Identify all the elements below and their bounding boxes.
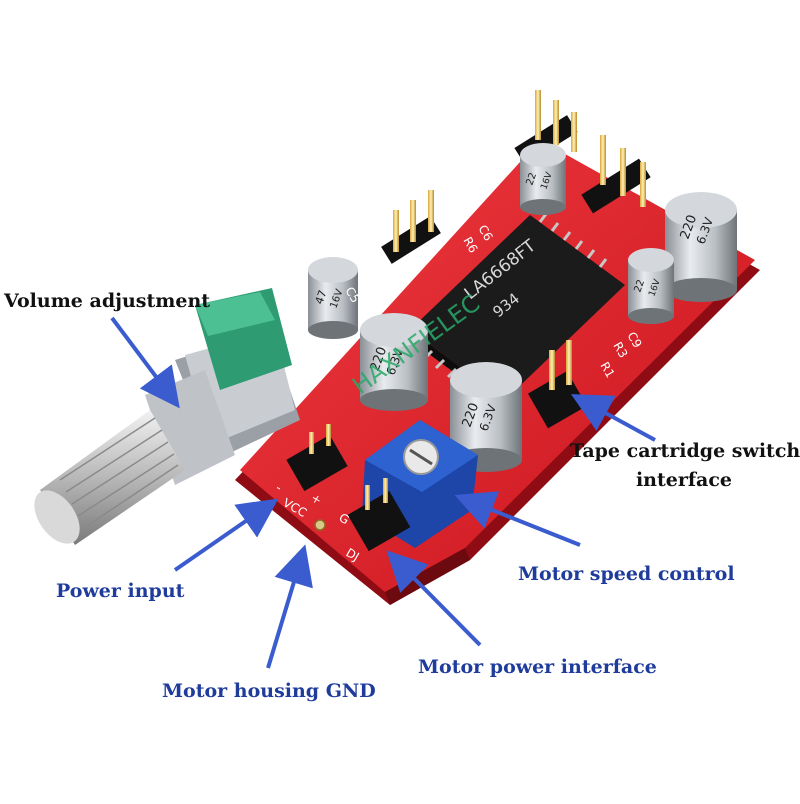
pin-header-motor (347, 478, 411, 552)
annotation-arrows (110, 316, 656, 669)
label-power-input: Power input (56, 580, 185, 602)
pin-header-power (286, 424, 348, 492)
svg-text:R3: R3 (610, 340, 630, 361)
gnd-pad (314, 519, 326, 531)
svg-text:R6: R6 (460, 235, 480, 256)
label-volume-adjustment: Volume adjustment (4, 290, 211, 312)
label-motor-speed: Motor speed control (518, 563, 735, 585)
capacitor-small-1: 47 16V (308, 257, 358, 339)
volume-potentiometer (34, 288, 300, 545)
svg-text:R1: R1 (597, 360, 617, 381)
label-motor-power: Motor power interface (418, 656, 657, 678)
volume-knob-shaft (34, 410, 185, 545)
label-tape-switch: Tape cartridge switch interface (570, 440, 800, 492)
svg-text:DJ: DJ (344, 545, 362, 564)
capacitor-small-3: 22 16V (628, 248, 674, 324)
svg-text:C6: C6 (475, 223, 495, 244)
svg-text:-: - (274, 480, 285, 494)
svg-text:C9: C9 (624, 330, 644, 351)
svg-text:47: 47 (313, 288, 330, 306)
capacitor-small-2: 22 16V (520, 143, 566, 215)
capacitor-large-2: 220 6.3V (360, 313, 428, 411)
label-tape-switch-line1: Tape cartridge switch (570, 440, 800, 462)
svg-text:C5: C5 (342, 285, 362, 306)
label-tape-switch-line2: interface (635, 468, 733, 491)
label-motor-gnd: Motor housing GND (162, 680, 376, 702)
svg-text:22: 22 (632, 278, 647, 294)
svg-text:22: 22 (524, 171, 539, 187)
capacitor-large-1: 220 6.3V (665, 192, 737, 302)
